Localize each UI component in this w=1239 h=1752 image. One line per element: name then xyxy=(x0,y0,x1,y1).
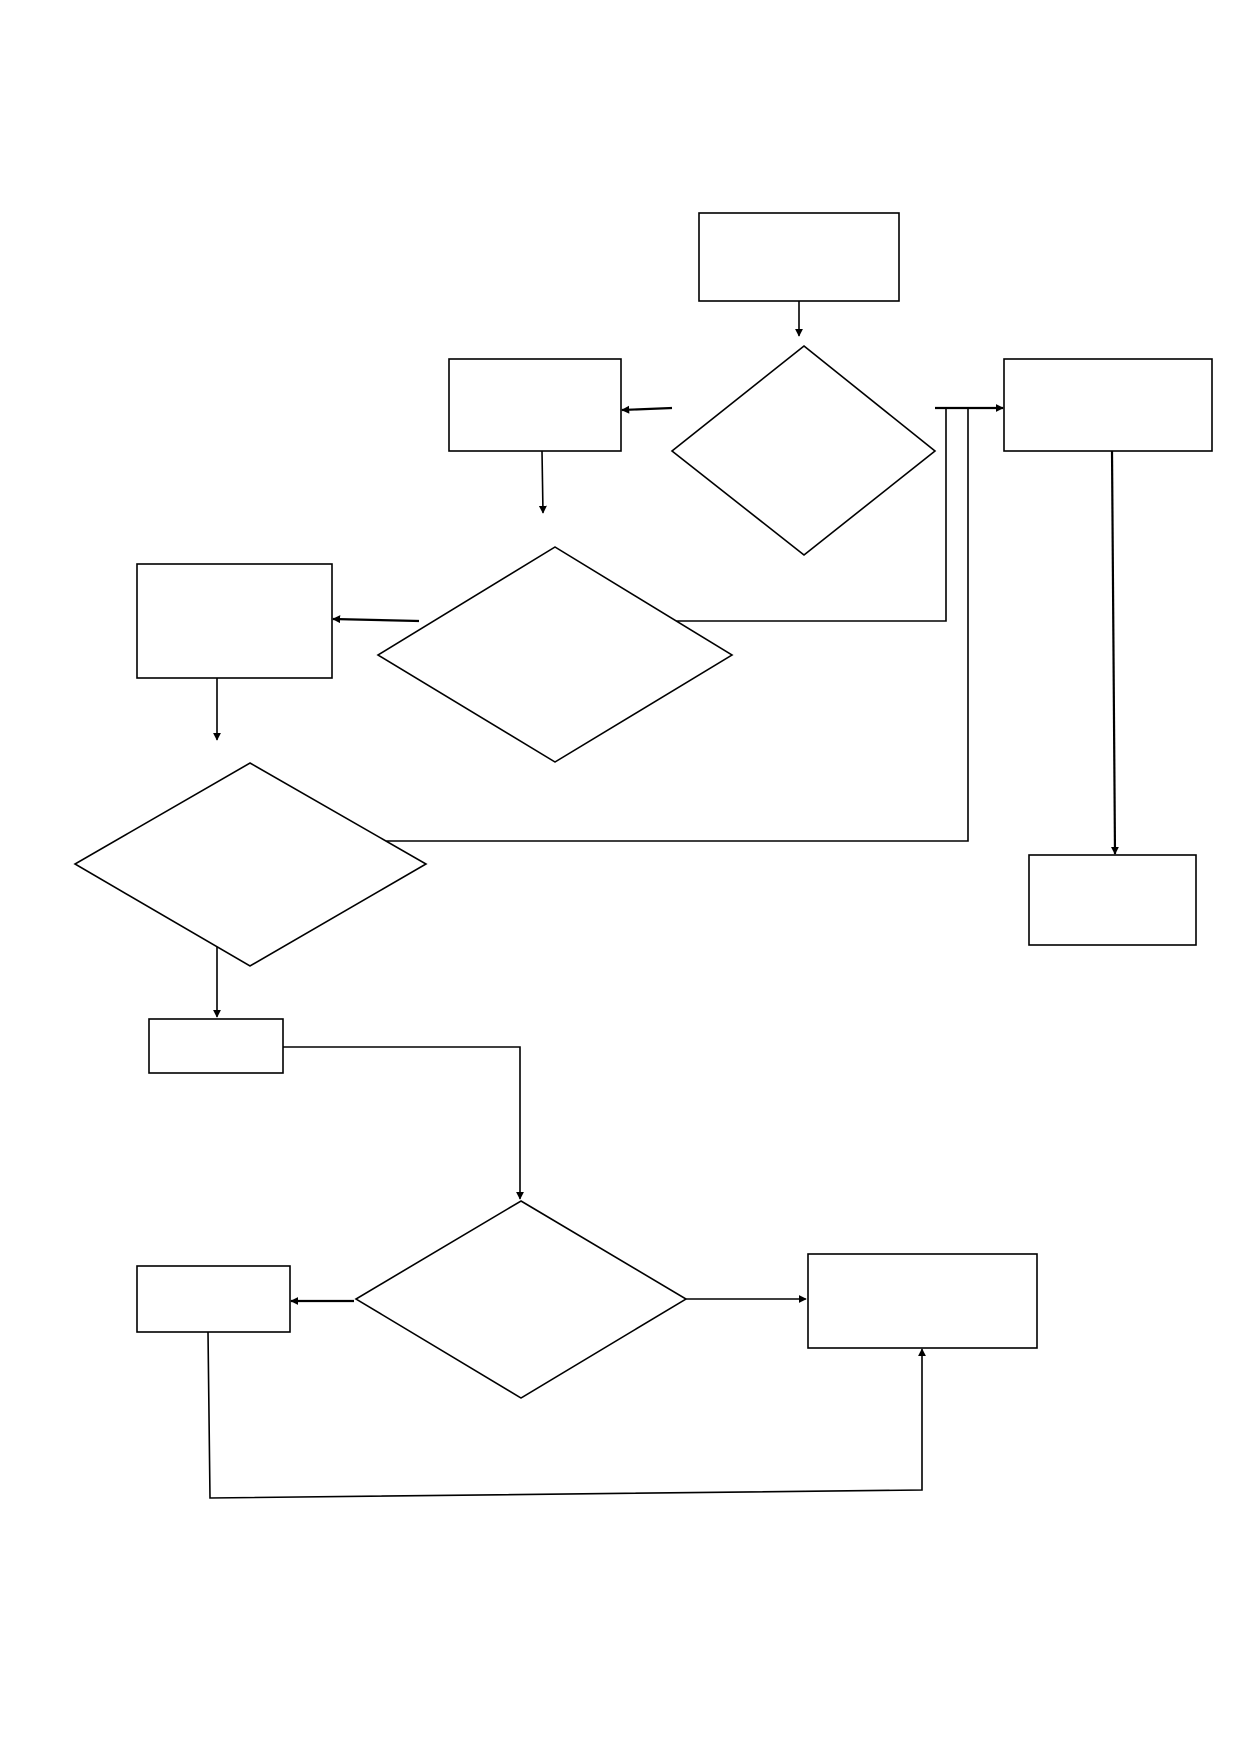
decision-1-shape xyxy=(670,344,937,557)
edge-decision-1-to-left-1 xyxy=(621,405,673,414)
edge-left-1-to-decision-2 xyxy=(538,450,547,514)
decision-1 xyxy=(670,344,937,557)
process-top-shape xyxy=(698,212,900,302)
edge-bottom-left-to-bottom-right xyxy=(207,1331,926,1499)
edge-right-1-to-right-2 xyxy=(1110,450,1119,855)
process-left-1-shape xyxy=(448,358,622,452)
decision-2-shape xyxy=(376,546,734,763)
process-small xyxy=(148,1018,284,1074)
edge-decision-3-to-right-1 xyxy=(356,408,969,842)
process-left-2-shape xyxy=(136,563,333,679)
process-left-1 xyxy=(448,358,622,452)
process-right-2-shape xyxy=(1028,854,1197,946)
process-small-shape xyxy=(148,1018,284,1074)
decision-3-shape xyxy=(73,762,428,967)
process-bottom-right xyxy=(807,1253,1038,1349)
edges xyxy=(207,301,1119,1499)
process-right-2 xyxy=(1028,854,1197,946)
process-bottom-left xyxy=(136,1265,291,1333)
process-left-2 xyxy=(136,563,333,679)
process-bottom-right-shape xyxy=(807,1253,1038,1349)
process-right-1-shape xyxy=(1003,358,1213,452)
decision-4 xyxy=(354,1200,688,1399)
process-bottom-left-shape xyxy=(136,1265,291,1333)
edge-decision-2-to-right-1 xyxy=(674,408,947,622)
decision-4-shape xyxy=(354,1200,688,1399)
edge-decision-2-to-left-2 xyxy=(332,615,420,624)
decision-3 xyxy=(73,762,428,967)
nodes xyxy=(73,212,1213,1399)
edge-small-to-decision-4 xyxy=(283,1046,524,1200)
process-top xyxy=(698,212,900,302)
process-right-1 xyxy=(1003,358,1213,452)
decision-2 xyxy=(376,546,734,763)
